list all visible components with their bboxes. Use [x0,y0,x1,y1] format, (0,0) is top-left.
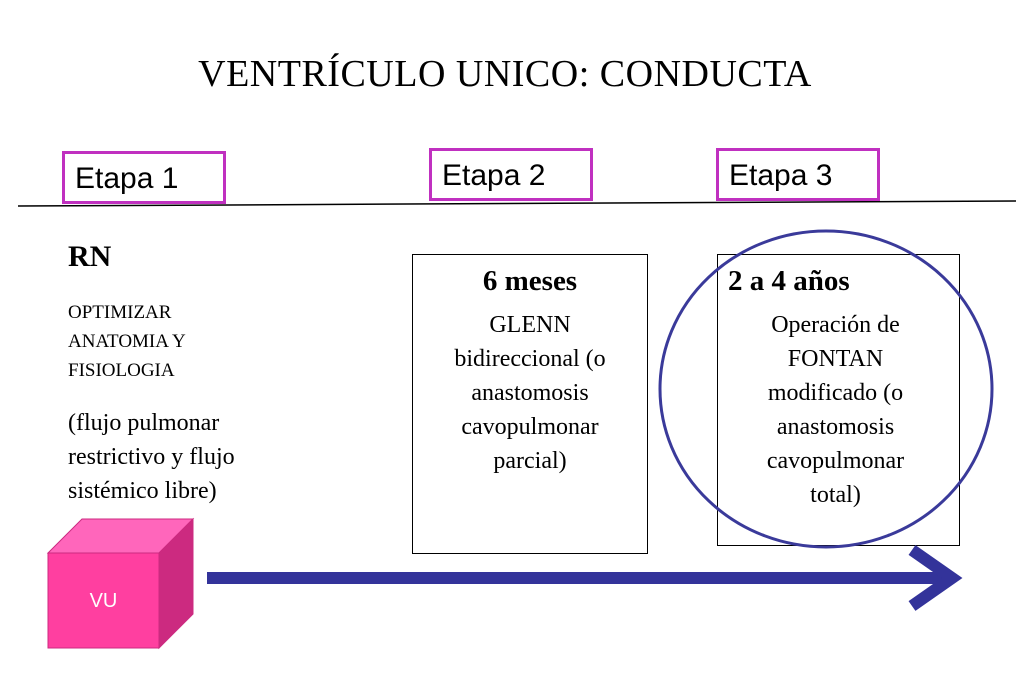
stage-2-line: anastomosis [471,380,589,406]
stage-3-heading: 2 a 4 años [728,265,850,297]
stage-2-line: cavopulmonar [461,414,599,440]
stage-3-line: modificado (o [767,380,904,406]
stage-2-line: GLENN [489,312,571,338]
cube-label: VU [89,590,118,612]
stage-1-heading: RN [68,240,112,273]
vu-cube [46,517,195,650]
timeline-arrow [207,545,963,611]
stage-1-goal-line: FISIOLOGIA [68,360,175,381]
stage-1-note: (flujo pulmonar restrictivo y flujo sist… [68,406,328,508]
stage-3-line: total) [810,482,861,508]
cube-side [158,517,194,650]
stage-1-note-line: sistémico libre) [68,478,217,504]
stage-3-line: anastomosis [776,414,895,440]
stage-2-description: GLENN bidireccional (o anastomosis cavop… [413,308,647,478]
cube-top [46,518,195,554]
stage-3-box: 2 a 4 años Operación de FONTAN modificad… [717,254,960,546]
stage-2-label: Etapa 2 [429,148,593,201]
stage-3-label: Etapa 3 [716,148,880,201]
stage-3-line: FONTAN [787,346,884,372]
stage-2-heading: 6 meses [482,265,578,297]
stage-3-line: cavopulmonar [766,448,905,474]
stage-1-goal-line: OPTIMIZAR [68,302,172,323]
stage-2-box: 6 meses GLENN bidireccional (o anastomos… [412,254,648,554]
stage-1-note-line: restrictivo y flujo [68,444,235,470]
stage-1-goal-line: ANATOMIA Y [68,331,186,352]
stage-2-line: parcial) [493,448,567,474]
stage-1-note-line: (flujo pulmonar [68,410,220,436]
page-title: VENTRÍCULO UNICO: CONDUCTA [198,53,812,95]
stage-1-goal: OPTIMIZAR ANATOMIA Y FISIOLOGIA [68,298,328,385]
stage-3-description: Operación de FONTAN modificado (o anasto… [718,308,959,512]
stage-2-line: bidireccional (o [454,346,606,372]
stage-3-line: Operación de [771,312,900,338]
stage-1-label: Etapa 1 [62,151,226,204]
